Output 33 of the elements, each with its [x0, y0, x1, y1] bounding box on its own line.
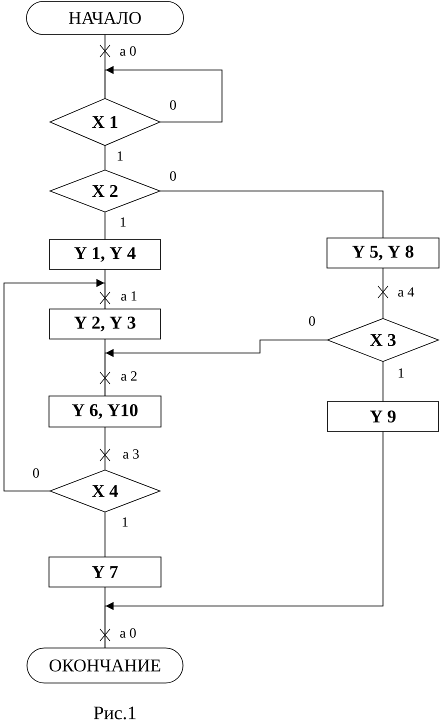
process-box: Y 2, Y 3	[49, 308, 161, 340]
arrow	[104, 340, 328, 396]
process-box: Y 1, Y 4	[49, 239, 161, 270]
connector-line	[104, 512, 106, 558]
process-box: Y 5, Y 8	[326, 238, 440, 268]
edge-label: a 0	[120, 46, 136, 56]
connector-line	[104, 586, 106, 648]
caption: Рис.1	[94, 706, 136, 720]
arrow	[4, 278, 106, 492]
process-box: Y 6, Y10	[48, 396, 162, 428]
connector-line	[104, 145, 106, 170]
edge-label: a 0	[120, 628, 136, 638]
terminal-box: ОКОНЧАНИЕ	[26, 648, 184, 684]
connector-line	[382, 268, 384, 319]
connector-line	[160, 190, 384, 238]
connector-line	[104, 426, 106, 470]
edge-label: 1	[120, 217, 126, 227]
edge-label: a 3	[123, 449, 139, 459]
edge-label: 1	[398, 368, 404, 378]
edge-label: 0	[309, 316, 315, 326]
edge-label: a 4	[398, 287, 414, 297]
connector-line	[104, 212, 106, 240]
edge-label: 0	[170, 171, 176, 181]
terminal-box: НАЧАЛО	[26, 1, 184, 35]
edge-label: 0	[33, 468, 39, 478]
edge-label: 1	[122, 517, 128, 527]
process-box: Y 7	[48, 556, 162, 588]
edge-label: 0	[170, 100, 176, 110]
edge-label: a 2	[121, 371, 137, 381]
process-box: Y 9	[327, 401, 439, 432]
edge-label: a 1	[121, 291, 137, 301]
edge-label: 1	[118, 151, 123, 161]
connector-line	[382, 361, 384, 402]
